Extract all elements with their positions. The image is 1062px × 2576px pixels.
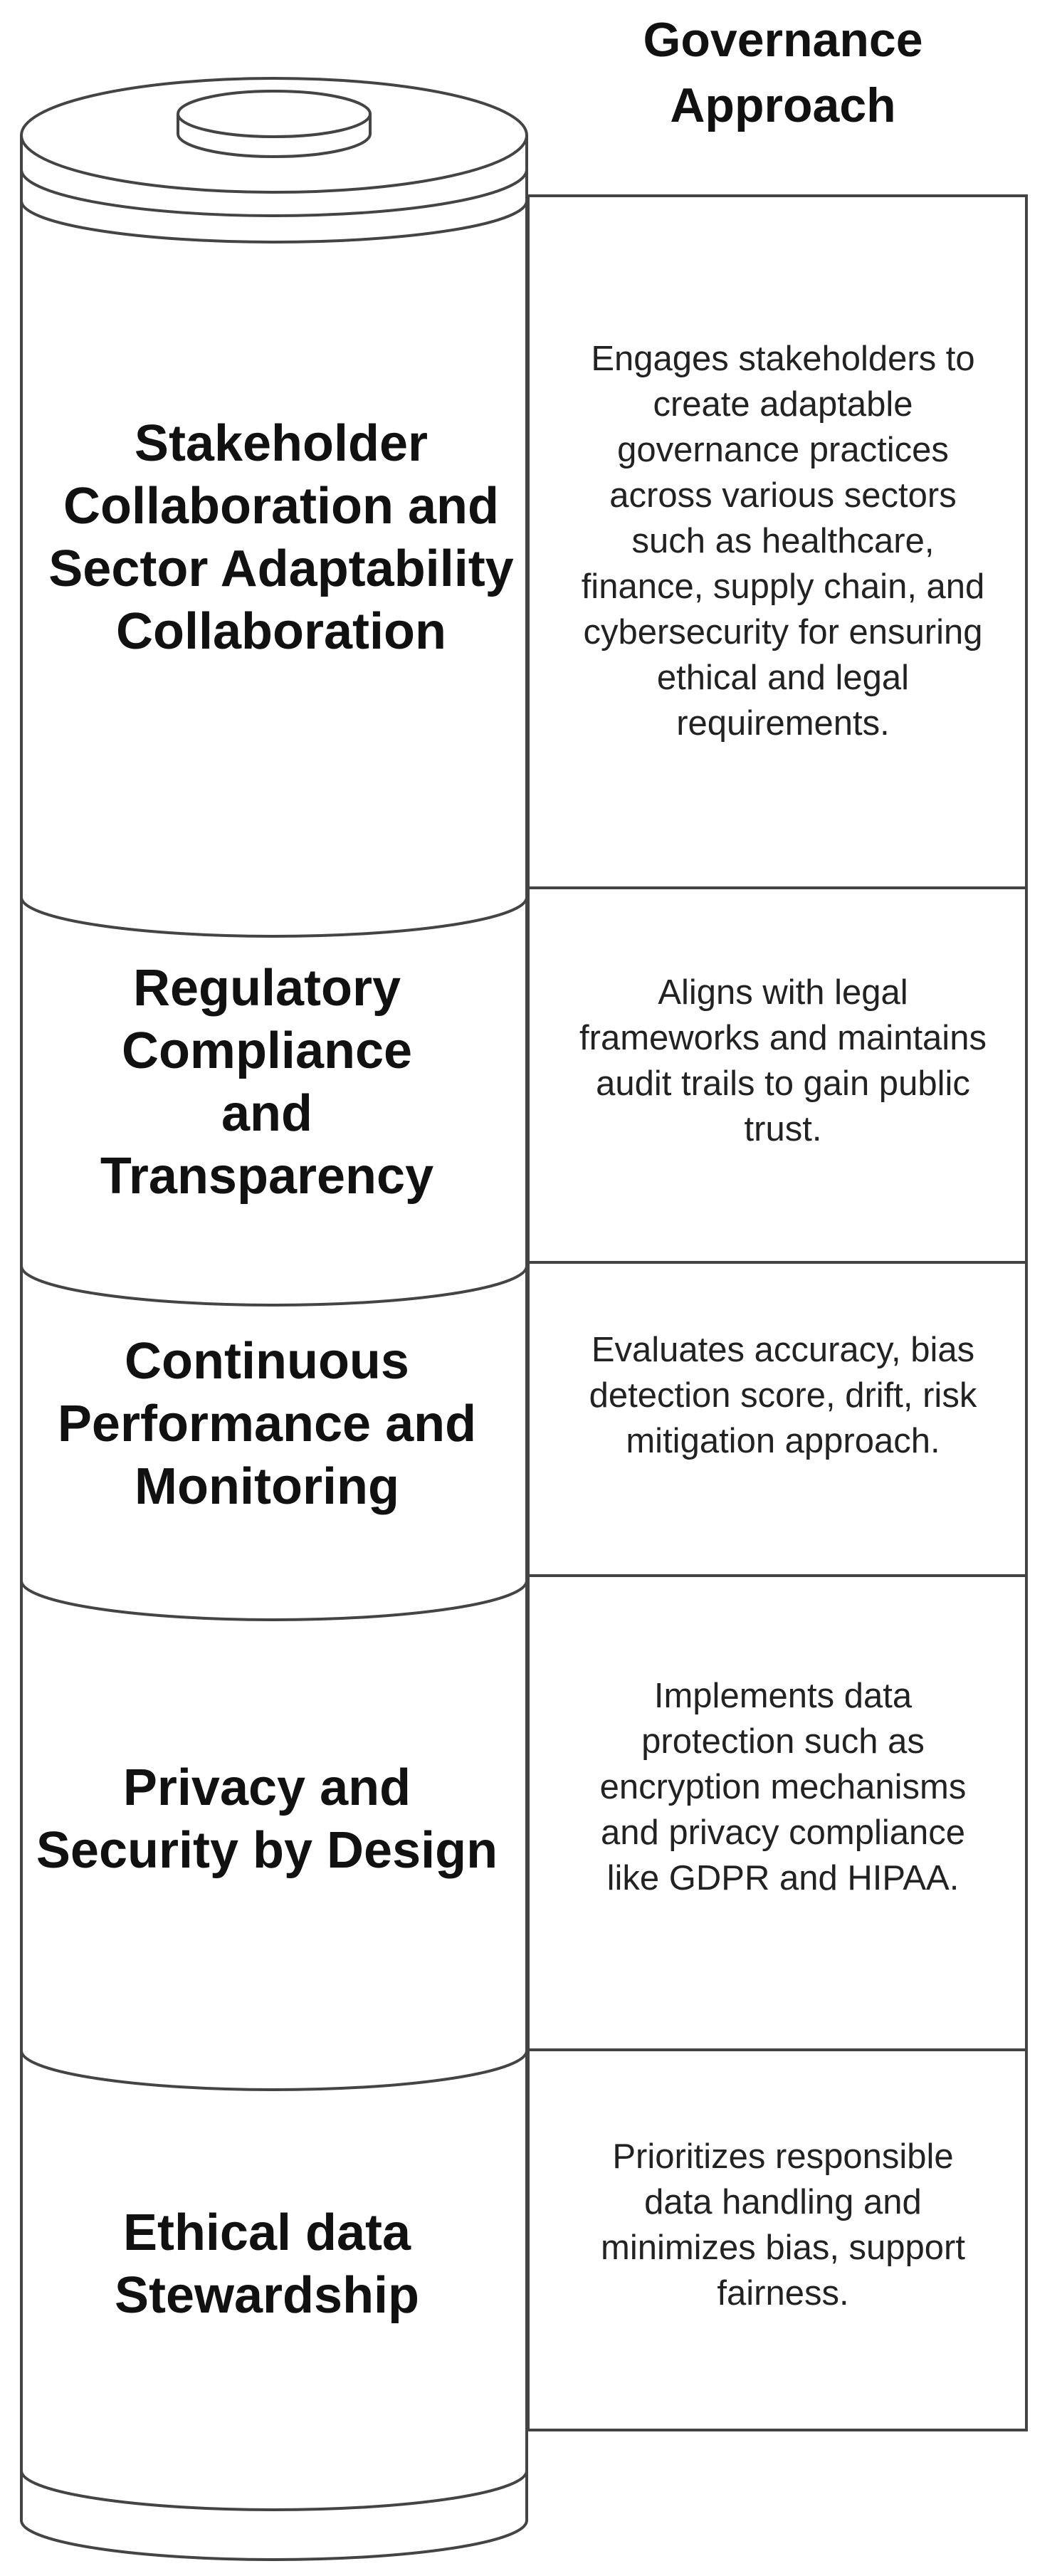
segment-separator	[20, 1265, 528, 1307]
layer-description-stakeholder: Engages stakeholders to create adaptable…	[581, 340, 985, 743]
layer-description-regulatory: Aligns with legal frameworks and maintai…	[579, 973, 987, 1148]
layer-description-ethical: Prioritizes responsible data handling an…	[601, 2137, 965, 2313]
segment-separator	[20, 2050, 528, 2091]
battery-rim	[20, 169, 528, 217]
segment-separator	[20, 1580, 528, 1621]
layer-description-privacy: Implements data protection such as encry…	[599, 1677, 967, 1897]
segment-separator	[20, 2470, 528, 2511]
battery-body	[20, 135, 528, 2561]
header-title: Governance Approach	[643, 13, 923, 132]
layer-title-stakeholder: Stakeholder Collaboration and Sector Ada…	[48, 415, 514, 660]
layer-title-regulatory: Regulatory Compliance and Transparency	[100, 960, 434, 1205]
battery-rim	[20, 200, 528, 244]
layer-title-continuous: Continuous Performance and Monitoring	[57, 1333, 477, 1515]
layer-title-privacy: Privacy and Security by Design	[36, 1759, 498, 1879]
layer-title-ethical: Ethical data Stewardship	[114, 2204, 420, 2324]
battery-terminal-top	[177, 90, 372, 138]
layer-description-continuous: Evaluates accuracy, bias detection score…	[589, 1331, 977, 1460]
segment-separator	[20, 896, 528, 938]
